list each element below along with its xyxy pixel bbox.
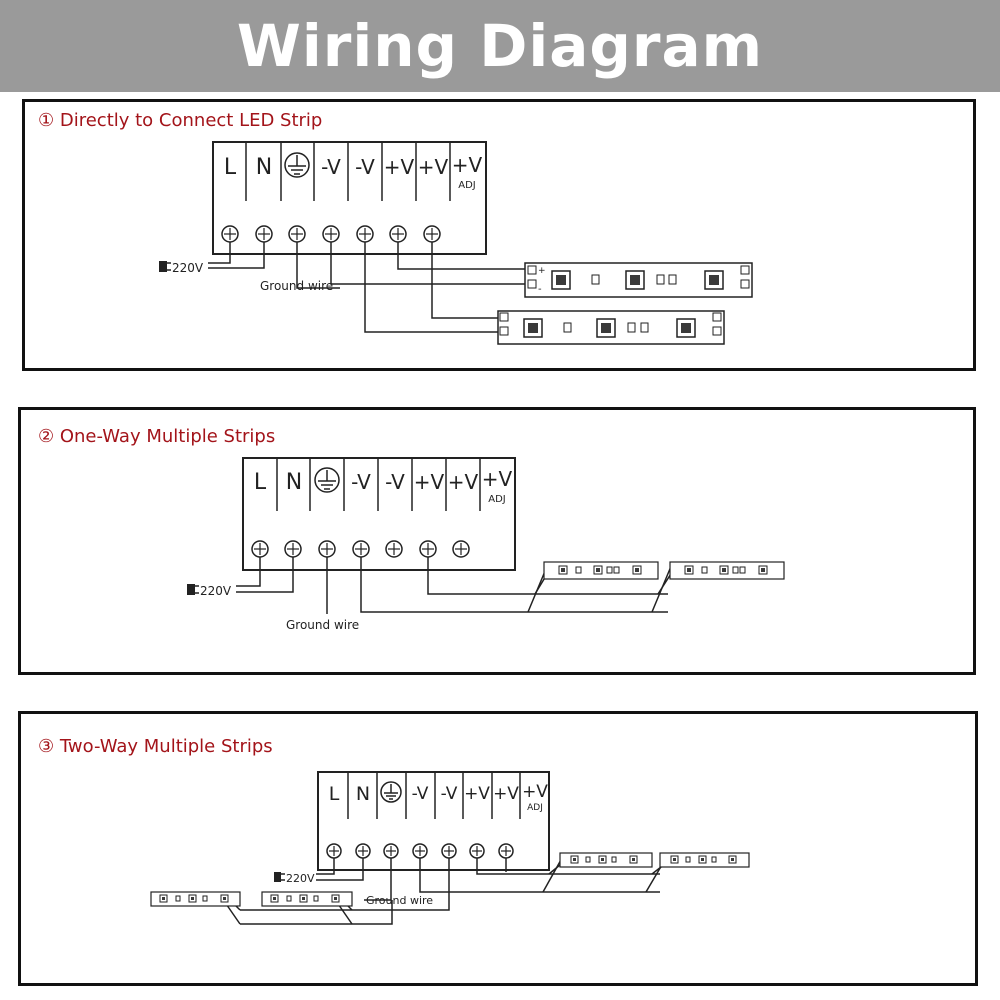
led-strip-3d bbox=[261, 891, 353, 907]
wires-2 bbox=[236, 557, 677, 614]
led-strip-3b bbox=[659, 852, 750, 868]
led-strip-2a bbox=[543, 561, 659, 580]
adj-label: ADJ bbox=[527, 803, 543, 813]
terminal-label-n: N bbox=[356, 783, 370, 805]
mains-voltage-label: 220V bbox=[172, 261, 204, 275]
terminal-label-plus-v-adj: +V bbox=[522, 782, 548, 802]
led-strip-1a: + - bbox=[524, 262, 753, 298]
plug-icon bbox=[187, 584, 195, 595]
terminal-label-n: N bbox=[256, 155, 272, 180]
terminal-label-l: L bbox=[329, 783, 340, 805]
strip-plus-sign: + bbox=[538, 266, 546, 276]
led-strip-3a bbox=[559, 852, 653, 868]
terminal-label-plus-v-2: +V bbox=[418, 155, 449, 179]
terminal-label-l: L bbox=[254, 470, 267, 495]
ground-symbol-icon bbox=[380, 781, 402, 803]
led-strip-3c bbox=[150, 891, 241, 907]
ground-symbol-icon bbox=[284, 152, 310, 178]
wires-3 bbox=[221, 857, 671, 925]
power-supply-3: L N -V -V +V +V +V ADJ bbox=[317, 771, 550, 871]
terminal-label-minus-v-1: -V bbox=[351, 470, 371, 494]
terminal-label-plus-v-1: +V bbox=[384, 155, 415, 179]
terminal-label-minus-v-1: -V bbox=[412, 784, 429, 804]
terminal-label-minus-v-2: -V bbox=[355, 155, 375, 179]
terminal-label-minus-v-1: -V bbox=[321, 155, 341, 179]
ground-symbol-icon bbox=[314, 467, 340, 493]
adj-label: ADJ bbox=[458, 180, 476, 191]
ground-wire-label: Ground wire bbox=[366, 894, 433, 907]
section-title-direct-connect: ① Directly to Connect LED Strip bbox=[38, 110, 323, 131]
terminal-label-minus-v-2: -V bbox=[385, 470, 405, 494]
ground-wire-label: Ground wire bbox=[286, 618, 359, 632]
terminal-label-l: L bbox=[224, 155, 237, 180]
terminal-label-plus-v-1: +V bbox=[414, 470, 445, 494]
terminal-label-plus-v-2: +V bbox=[448, 470, 479, 494]
mains-voltage-label: 220V bbox=[200, 584, 232, 598]
banner bbox=[0, 0, 1000, 92]
led-strip-2b bbox=[669, 561, 785, 580]
page-title: Wiring Diagram bbox=[236, 12, 764, 80]
section-title-two-way: ③ Two-Way Multiple Strips bbox=[38, 736, 273, 757]
led-strip-1b bbox=[497, 310, 725, 345]
ground-wire-label: Ground wire bbox=[260, 279, 333, 293]
strip-minus-sign: - bbox=[538, 284, 542, 295]
plug-icon bbox=[159, 261, 167, 272]
terminal-label-plus-v-1: +V bbox=[464, 784, 490, 804]
power-supply-1: L N -V -V +V +V +V ADJ bbox=[212, 141, 487, 255]
adj-label: ADJ bbox=[488, 494, 506, 505]
terminal-label-plus-v-2: +V bbox=[493, 784, 519, 804]
terminal-label-n: N bbox=[286, 470, 302, 495]
mains-voltage-label: 220V bbox=[286, 872, 315, 885]
power-supply-2: L N -V -V +V +V +V ADJ bbox=[242, 457, 516, 571]
terminal-label-plus-v-adj: +V bbox=[452, 153, 483, 177]
section-title-one-way: ② One-Way Multiple Strips bbox=[38, 426, 276, 447]
terminal-label-plus-v-adj: +V bbox=[482, 467, 513, 491]
wires-1 bbox=[208, 242, 528, 333]
terminal-label-minus-v-2: -V bbox=[441, 784, 458, 804]
plug-icon bbox=[274, 872, 281, 882]
